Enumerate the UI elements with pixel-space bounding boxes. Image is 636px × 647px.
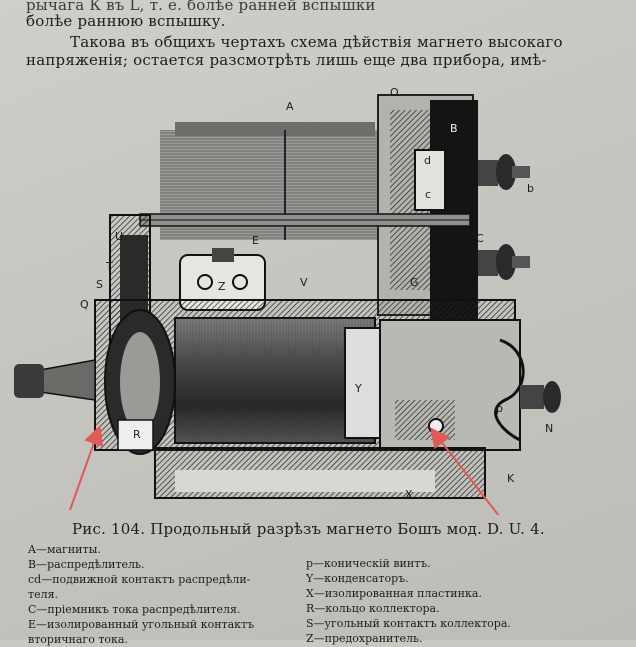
label-e: E bbox=[252, 234, 259, 247]
legend-item: E—изолированный угольный контактъ bbox=[28, 618, 255, 631]
text-line-4: напряженія; остается разсмотрѣть лишь ещ… bbox=[26, 51, 547, 69]
label-g: G bbox=[410, 276, 419, 289]
label-y: Y bbox=[354, 382, 362, 395]
fuse-z bbox=[179, 248, 266, 311]
legend-item: теля. bbox=[28, 588, 59, 601]
legend-item: B—распредѣлитель. bbox=[28, 558, 145, 571]
legend-item: Z—предохранитель. bbox=[306, 632, 423, 645]
legend-item: A—магниты. bbox=[28, 543, 101, 556]
legend-item: C—пріемникъ тока распредѣлителя. bbox=[28, 603, 241, 616]
label-c-small: c bbox=[425, 188, 431, 201]
magneto-cross-section-figure: A B c d b C E U T Z V G S Q Y R p N K X … bbox=[14, 86, 561, 515]
annotation-arrow-left bbox=[69, 424, 104, 511]
legend-left: A—магниты. B—распредѣлитель. cd—подвижно… bbox=[28, 542, 254, 647]
text-line-1: рычага К въ L, т. е. болѣе ранней вспышк… bbox=[26, 0, 376, 14]
legend-item: S—угольный контактъ коллектора. bbox=[306, 617, 511, 630]
figure-caption: Рис. 104. Продольный разрѣзъ магнето Бош… bbox=[72, 520, 545, 538]
annotation-arrow-right bbox=[430, 427, 500, 515]
legend-right: p—коническій винтъ. Y—конденсаторъ. X—из… bbox=[306, 556, 511, 646]
shaft-nut bbox=[14, 359, 96, 401]
condenser-y bbox=[344, 327, 386, 439]
label-o: O bbox=[390, 86, 399, 99]
collector-ring-r bbox=[104, 309, 176, 455]
label-p: p bbox=[496, 402, 503, 415]
legend-item: R—кольцо коллектора. bbox=[306, 602, 440, 615]
label-b: B bbox=[450, 122, 458, 135]
label-u: U bbox=[115, 230, 123, 243]
label-v: V bbox=[300, 276, 308, 289]
label-d: d bbox=[424, 154, 431, 167]
terminal-lower bbox=[478, 244, 530, 280]
text-line-2: болѣе раннюю вспышку. bbox=[26, 12, 226, 30]
label-n: N bbox=[545, 422, 553, 435]
legend-item: p—коническій винтъ. bbox=[306, 557, 431, 570]
figure-labels: A B c d b C E U T Z V G S Q Y R p N K X … bbox=[80, 86, 553, 501]
label-z: Z bbox=[218, 280, 226, 293]
label-b-small: b bbox=[527, 182, 534, 195]
label-r: R bbox=[133, 428, 141, 441]
terminal-n bbox=[520, 381, 561, 413]
label-q: Q bbox=[80, 298, 89, 311]
terminal-upper bbox=[478, 154, 530, 190]
legend-item: X—изолированная пластинка. bbox=[306, 587, 482, 600]
label-k: K bbox=[507, 472, 515, 485]
label-t: T bbox=[105, 260, 113, 273]
text-line-3: Такова въ общихъ чертахъ схема дѣйствія … bbox=[70, 33, 563, 51]
label-s: S bbox=[96, 278, 103, 291]
legend-item: Y—конденсаторъ. bbox=[306, 572, 409, 585]
label-a: A bbox=[286, 100, 294, 113]
label-c: C bbox=[476, 232, 484, 245]
label-x: X bbox=[405, 488, 413, 501]
legend-item: cd—подвижной контактъ распредѣли- bbox=[28, 573, 251, 586]
